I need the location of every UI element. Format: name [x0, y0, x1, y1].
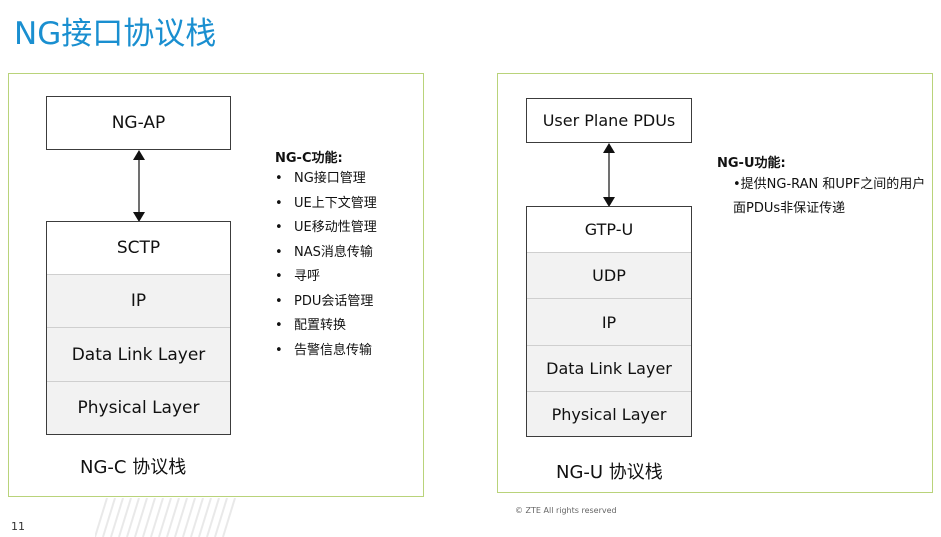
ng-u-layer-physical: Physical Layer [527, 392, 691, 436]
list-item: •PDU会话管理 [275, 293, 374, 309]
ng-c-layer-physical: Physical Layer [47, 382, 230, 434]
function-label: NAS消息传输 [294, 244, 373, 260]
ng-u-layer-gtp-u: GTP-U [527, 207, 691, 253]
function-label: 告警信息传输 [294, 342, 373, 358]
ng-u-functions-description: •提供NG-RAN 和UPF之间的用户面PDUs非保证传递 [733, 177, 926, 216]
page-title: NG接口协议栈 [14, 16, 217, 52]
user-plane-pdus-box: User Plane PDUs [526, 98, 692, 143]
ng-u-layer-ip: IP [527, 299, 691, 346]
list-item: •告警信息传输 [275, 342, 373, 358]
copyright-text: © ZTE All rights reserved [515, 506, 617, 515]
ng-u-caption: NG-U 协议栈 [556, 462, 663, 483]
list-item: •NAS消息传输 [275, 244, 373, 260]
decorative-stripes [95, 498, 236, 537]
ng-c-layer-sctp: SCTP [47, 222, 230, 275]
function-label: 配置转换 [294, 318, 347, 333]
function-label: 寻呼 [294, 269, 321, 284]
list-item: •UE移动性管理 [275, 220, 377, 235]
ng-c-layer-ip: IP [47, 275, 230, 328]
page-number: 11 [11, 520, 25, 533]
ng-u-layer-data-link: Data Link Layer [527, 346, 691, 392]
ng-u-stack: GTP-U UDP IP Data Link Layer Physical La… [526, 206, 692, 437]
ng-c-functions-title: NG-C功能: [275, 151, 343, 166]
list-item: •UE上下文管理 [275, 195, 377, 211]
list-item: •寻呼 [275, 269, 321, 284]
function-label: UE移动性管理 [294, 220, 377, 235]
ng-c-layer-data-link: Data Link Layer [47, 328, 230, 382]
function-label: PDU会话管理 [294, 293, 374, 309]
ng-u-layer-udp: UDP [527, 253, 691, 299]
list-item: •配置转换 [275, 318, 347, 333]
ng-c-stack: SCTP IP Data Link Layer Physical Layer [46, 221, 231, 435]
ng-u-bidirectional-arrow [603, 143, 615, 207]
ng-c-functions-list: •NG接口管理 •UE上下文管理 •UE移动性管理 •NAS消息传输 •寻呼 •… [275, 167, 377, 363]
ng-c-caption: NG-C 协议栈 [80, 457, 187, 478]
function-label: NG接口管理 [294, 171, 366, 186]
ng-ap-box: NG-AP [46, 96, 231, 150]
ng-c-bidirectional-arrow [133, 150, 145, 222]
function-label: UE上下文管理 [294, 195, 377, 211]
ng-u-functions-title: NG-U功能: [717, 156, 786, 171]
list-item: •NG接口管理 [275, 171, 366, 186]
